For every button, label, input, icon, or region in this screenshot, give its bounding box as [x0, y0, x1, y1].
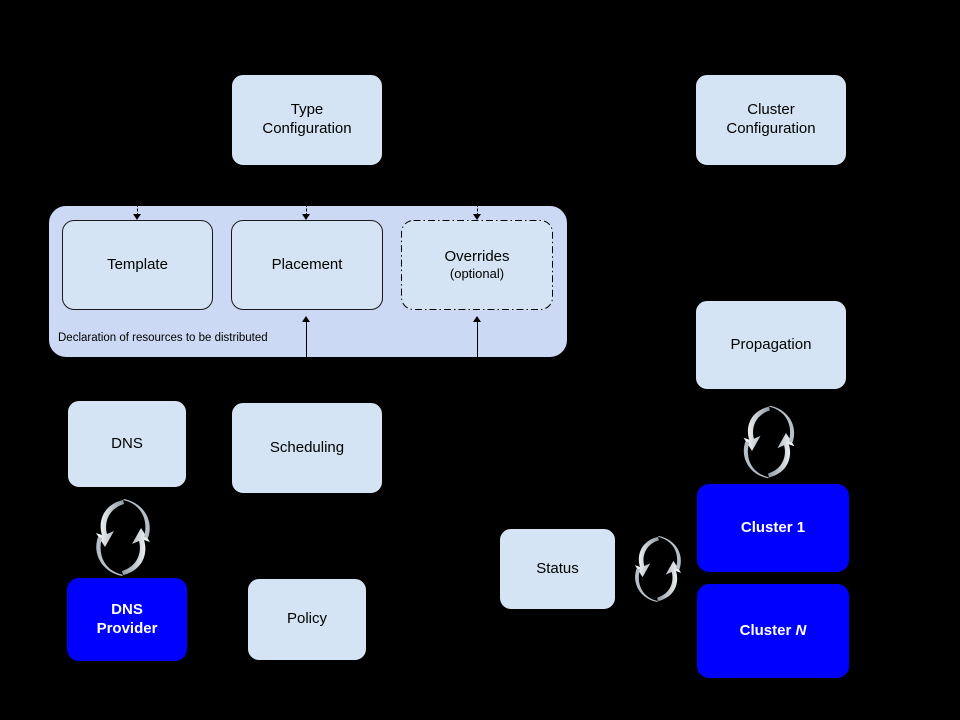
sync-cycle-icon	[736, 398, 802, 486]
node-status[interactable]: Status	[499, 528, 616, 610]
node-placement[interactable]: Placement	[231, 220, 383, 310]
sync-cycle-icon	[88, 495, 158, 580]
node-dns-provider[interactable]: DNS Provider	[67, 578, 187, 661]
connector-type-to-placement	[306, 204, 307, 216]
node-placement-label: Placement	[271, 255, 343, 273]
node-cluster-n-label-prefix: Cluster	[739, 621, 796, 639]
node-overrides-sublabel: (optional)	[449, 266, 505, 282]
group-resource-declaration-caption: Declaration of resources to be distribut…	[58, 332, 268, 344]
node-cluster-1-label: Cluster 1	[740, 518, 806, 536]
node-dns-provider-label-line2: Provider	[96, 619, 158, 637]
node-cluster-1[interactable]: Cluster 1	[697, 484, 849, 572]
node-policy-label: Policy	[286, 610, 327, 628]
node-scheduling-label: Scheduling	[269, 438, 345, 456]
node-overrides-label: Overrides	[444, 247, 510, 265]
node-dns[interactable]: DNS	[67, 400, 187, 488]
node-cluster-configuration[interactable]: Cluster Configuration	[695, 74, 847, 166]
arrow-down-icon	[133, 214, 141, 220]
arrow-up-icon	[302, 316, 310, 322]
node-overrides[interactable]: Overrides (optional)	[401, 220, 553, 310]
node-dns-label: DNS	[111, 434, 143, 452]
node-type-configuration-label-line2: Configuration	[262, 120, 352, 137]
node-propagation-label: Propagation	[730, 335, 812, 353]
connector-type-to-template	[137, 204, 138, 216]
node-type-configuration-label-line1: Type	[290, 101, 324, 119]
node-cluster-n-label-emphasis: N	[795, 621, 807, 639]
arrow-down-icon	[302, 214, 310, 220]
node-scheduling[interactable]: Scheduling	[231, 402, 383, 494]
arrow-down-icon	[473, 214, 481, 220]
node-policy[interactable]: Policy	[247, 578, 367, 661]
node-template[interactable]: Template	[62, 220, 213, 310]
node-cluster-n-label: Cluster N	[740, 622, 807, 641]
arrow-up-icon	[473, 316, 481, 322]
node-type-configuration[interactable]: Type Configuration	[231, 74, 383, 166]
node-template-label: Template	[107, 255, 168, 273]
node-propagation[interactable]: Propagation	[695, 300, 847, 390]
node-cluster-n[interactable]: Cluster N	[697, 584, 849, 678]
node-dns-provider-label-line1: DNS	[111, 600, 143, 618]
connector-policy-to-overrides	[477, 322, 478, 358]
connector-type-to-overrides	[477, 204, 478, 216]
node-cluster-configuration-label-line1: Cluster	[747, 101, 795, 119]
node-status-label: Status	[536, 559, 579, 577]
node-cluster-configuration-label-line2: Configuration	[726, 120, 816, 137]
sync-cycle-icon	[628, 527, 688, 611]
connector-scheduling-to-placement	[306, 322, 307, 358]
